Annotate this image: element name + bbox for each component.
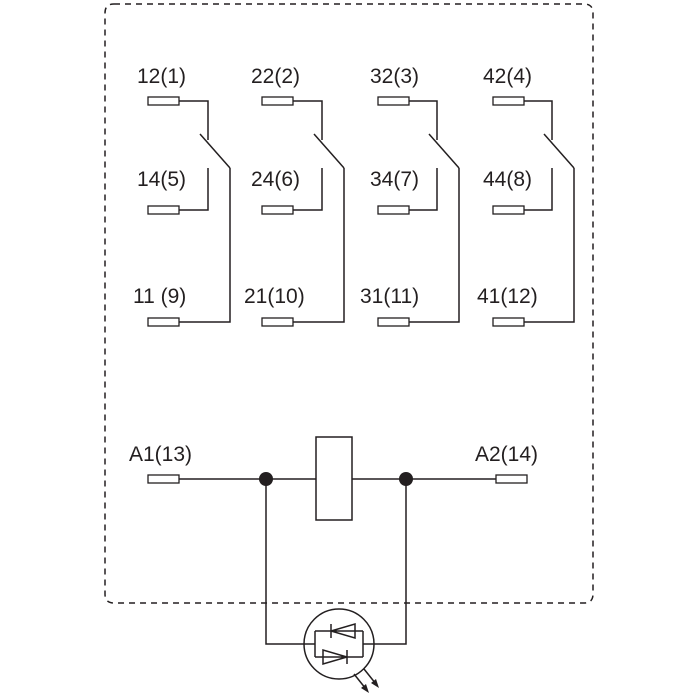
contact-group-4: 42(4) 44(8) 41(12) xyxy=(477,65,575,327)
contact-4-common-pin xyxy=(492,317,525,327)
contact-2-nc-label: 22(2) xyxy=(251,65,300,88)
contact-2-no-wire xyxy=(293,168,323,211)
contact-3-no-label: 34(7) xyxy=(370,168,419,191)
contact-1-no-wire xyxy=(179,168,209,211)
contact-2-switch-blade xyxy=(313,133,345,169)
contact-1-common-wire xyxy=(179,168,231,323)
contact-2-nc-pin xyxy=(261,96,294,106)
contact-2-no-pin xyxy=(261,205,294,215)
contact-2-common-wire xyxy=(293,168,345,323)
coil-body xyxy=(315,436,353,521)
contact-4-no-wire xyxy=(524,168,553,211)
contact-3-nc-pin xyxy=(377,96,410,106)
contact-1-nc-pin xyxy=(147,96,180,106)
led-indicator xyxy=(265,479,407,693)
contact-group-2: 22(2) 24(6) 21(10) xyxy=(244,65,345,327)
contact-4-nc-pin xyxy=(492,96,525,106)
coil-a1-label: A1(13) xyxy=(129,443,192,466)
contact-4-no-pin xyxy=(492,205,525,215)
contact-1-common-pin xyxy=(147,317,180,327)
led-right-wire xyxy=(373,479,407,645)
contact-3-nc-wire xyxy=(409,100,438,140)
led-emission-arrows-icon xyxy=(353,668,379,693)
contact-4-nc-wire xyxy=(524,100,553,140)
contact-4-nc-label: 42(4) xyxy=(483,65,532,88)
contact-1-nc-wire xyxy=(179,100,209,140)
contact-3-common-label: 31(11) xyxy=(360,285,419,308)
coil-section: A1(13) A2(14) xyxy=(129,436,538,521)
led-circle xyxy=(303,608,375,680)
contact-2-common-label: 21(10) xyxy=(244,285,305,308)
contact-3-switch-blade xyxy=(428,133,460,169)
contact-1-nc-label: 12(1) xyxy=(137,65,186,88)
contact-3-no-wire xyxy=(409,168,438,211)
contact-3-no-pin xyxy=(377,205,410,215)
coil-a1-pin xyxy=(147,474,180,484)
led-diode-lower xyxy=(315,649,363,665)
led-diode-upper xyxy=(315,623,363,639)
contact-4-no-label: 44(8) xyxy=(483,168,532,191)
contact-1-switch-blade xyxy=(199,133,231,169)
contact-4-common-wire xyxy=(524,168,575,323)
housing-boundary xyxy=(104,3,594,604)
contact-1-no-label: 14(5) xyxy=(137,168,186,191)
contact-1-no-pin xyxy=(147,205,180,215)
coil-a2-label: A2(14) xyxy=(475,443,538,466)
contact-3-common-wire xyxy=(409,168,460,323)
contact-4-switch-blade xyxy=(543,133,575,169)
contact-3-common-pin xyxy=(377,317,410,327)
contact-3-nc-label: 32(3) xyxy=(370,65,419,88)
contact-group-1: 12(1) 14(5) 11 (9) xyxy=(133,65,231,327)
contact-group-3: 32(3) 34(7) 31(11) xyxy=(360,65,460,327)
contact-2-nc-wire xyxy=(293,100,323,140)
contact-1-common-label: 11 (9) xyxy=(133,285,186,308)
contact-2-common-pin xyxy=(261,317,294,327)
contact-4-common-label: 41(12) xyxy=(477,285,538,308)
coil-a2-pin xyxy=(495,474,528,484)
contact-2-no-label: 24(6) xyxy=(251,168,300,191)
led-left-wire xyxy=(265,479,305,645)
